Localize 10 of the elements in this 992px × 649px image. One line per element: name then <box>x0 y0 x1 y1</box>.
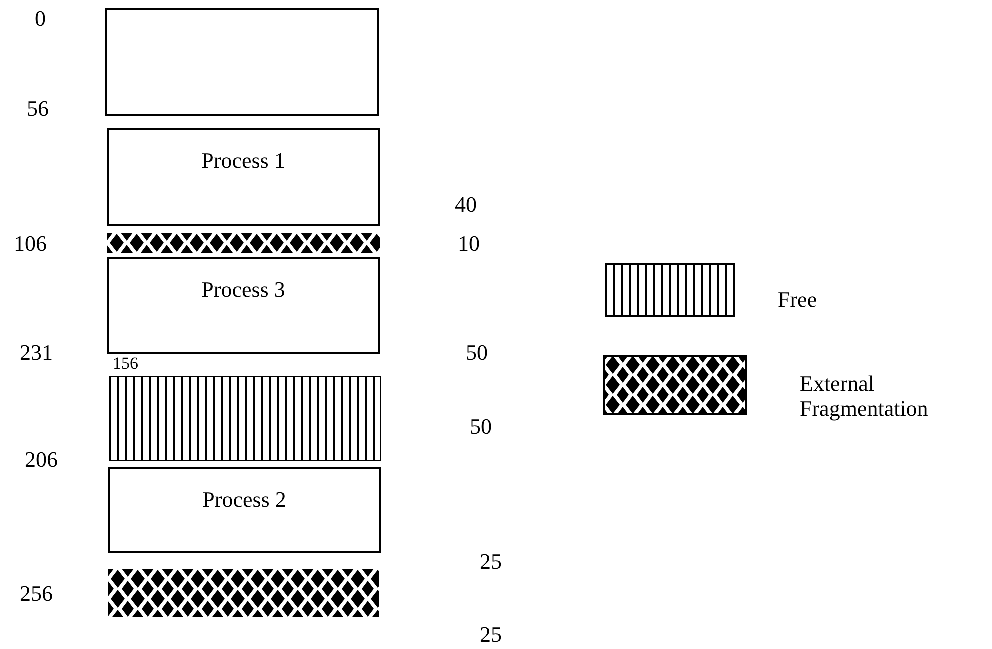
free-block <box>109 376 381 461</box>
fragmentation-band <box>107 233 380 253</box>
process-box: Process 1 <box>107 128 380 226</box>
memory-block <box>105 8 379 116</box>
process-box: Process 3 <box>107 257 380 354</box>
legend-label: Free <box>778 287 818 312</box>
address-label: 156 <box>113 355 138 372</box>
process-box: Process 2 <box>108 467 381 553</box>
legend-label: External Fragmentation <box>800 371 930 422</box>
fragmentation-band <box>108 569 379 617</box>
